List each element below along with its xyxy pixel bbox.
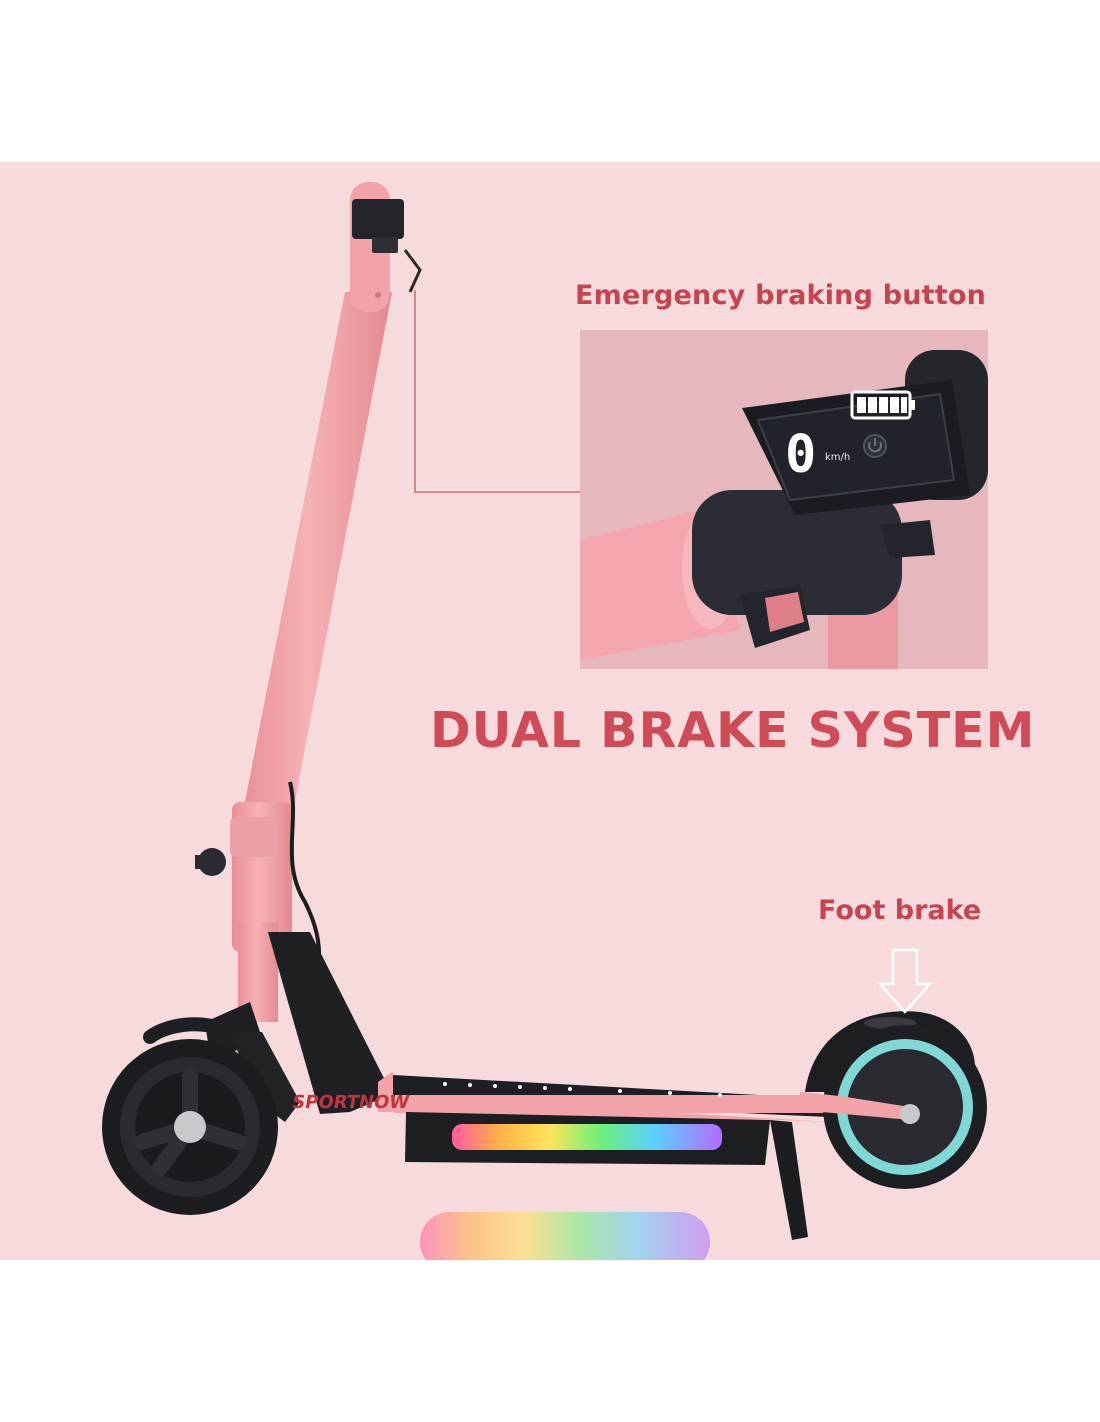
display-speed: 0 (785, 425, 816, 485)
callout-line (414, 290, 580, 493)
display-unit: km/h (825, 452, 850, 463)
emergency-brake-label: Emergency braking button (575, 280, 987, 311)
kickstand (770, 1120, 808, 1240)
front-wheel (102, 1039, 278, 1215)
power-icon (863, 434, 887, 458)
brake-closeup-inset: 0 km/h (580, 330, 988, 669)
foot-brake-arrow (877, 948, 933, 1014)
headline-title: DUAL BRAKE SYSTEM (430, 702, 1036, 759)
product-photo: SPORTNOW (0, 162, 1100, 1260)
rear-wheel (800, 1011, 987, 1189)
scooter-illustration: SPORTNOW (102, 182, 987, 1260)
deck-brand-text: SPORTNOW (290, 1092, 411, 1113)
emergency-brake-lever (740, 585, 810, 648)
floor-light-glow (420, 1212, 710, 1260)
scooter-deck: SPORTNOW (290, 1072, 835, 1165)
steering-stem (195, 182, 422, 1022)
battery-icon (850, 390, 915, 420)
foot-brake-label: Foot brake (818, 895, 982, 926)
closeup-illustration: 0 km/h (580, 330, 988, 669)
